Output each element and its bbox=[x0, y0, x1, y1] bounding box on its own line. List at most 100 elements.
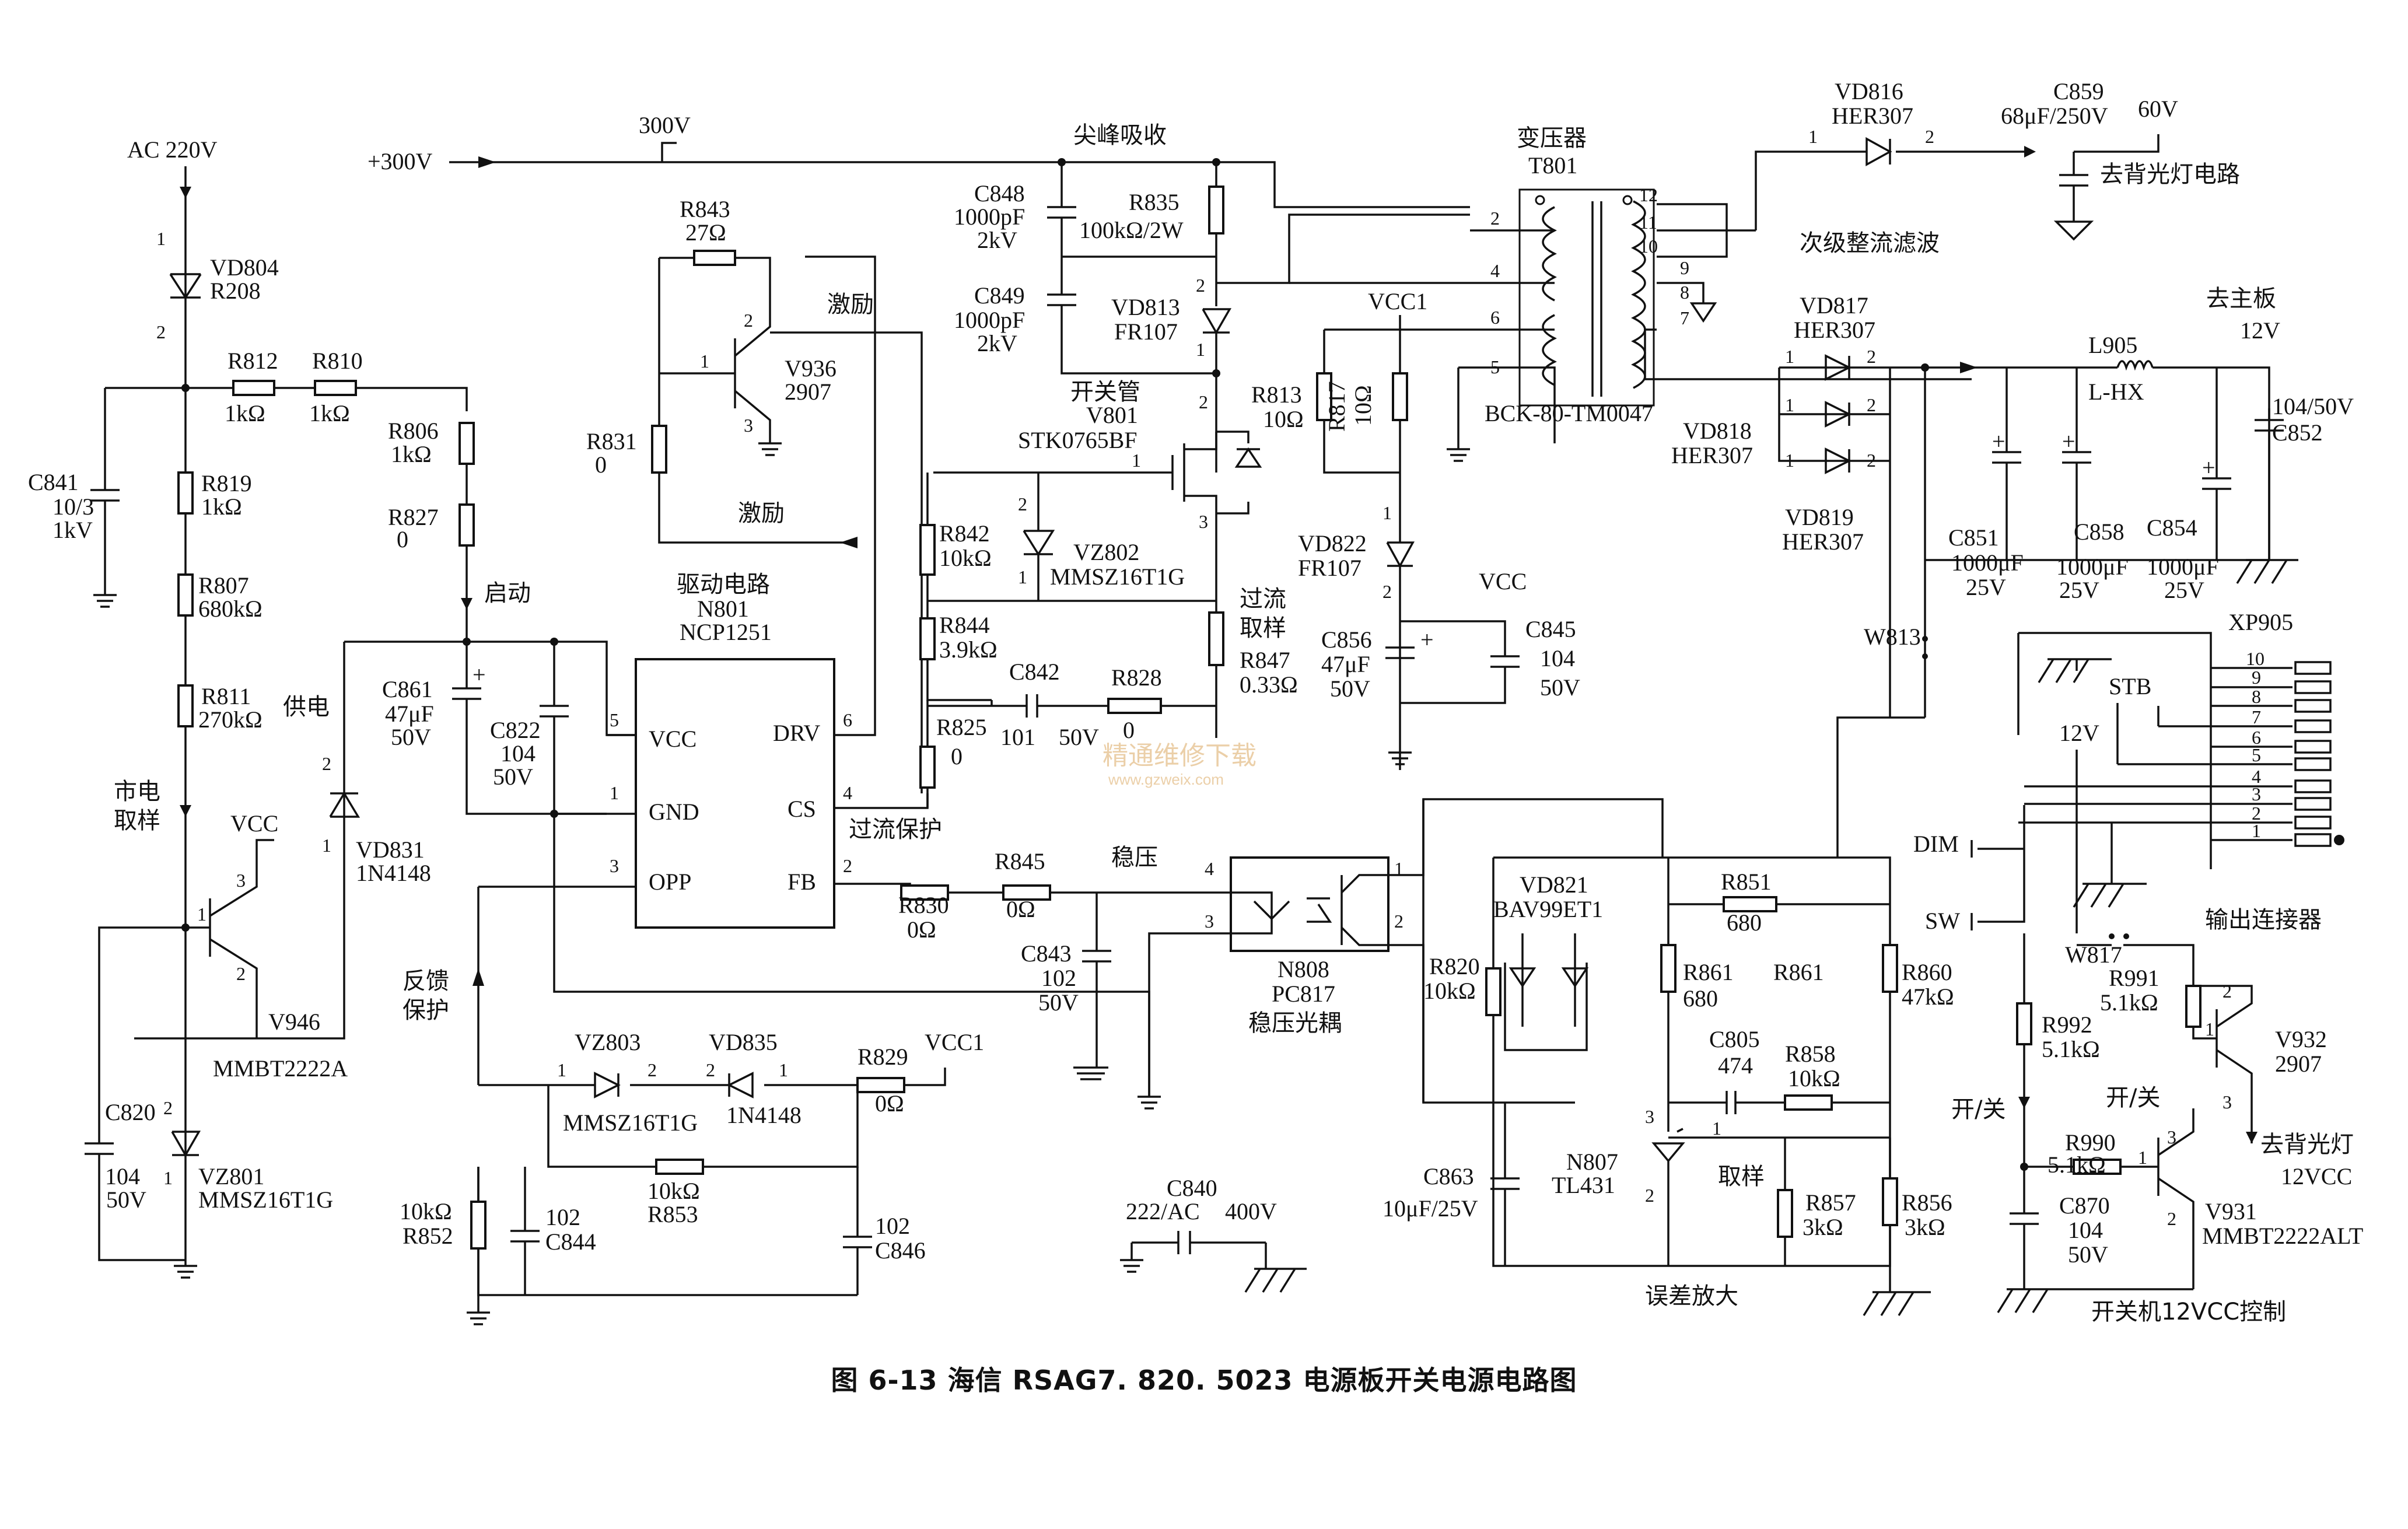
vcc1-label: VCC1 bbox=[1368, 288, 1427, 314]
c870-ref: C870 bbox=[2059, 1192, 2110, 1219]
main-12v-label: 12V bbox=[2240, 317, 2280, 344]
v931-ref: V931 bbox=[2205, 1198, 2257, 1224]
r847-ref: R847 bbox=[1240, 647, 1290, 673]
r843-ref: R843 bbox=[680, 196, 730, 222]
vd818-ref: VD818 bbox=[1683, 418, 1752, 444]
t801-pin-10: 10 bbox=[1639, 236, 1658, 257]
svg-text:1: 1 bbox=[1394, 858, 1404, 879]
vcc1-supply: VCC1 R813 10Ω R817 10Ω 12 VD822 FR107 VC… bbox=[1251, 288, 1580, 770]
xp905-pin-4: 4 bbox=[2252, 766, 2261, 787]
t801-pin-6: 6 bbox=[1490, 307, 1500, 328]
r858-ref: R858 bbox=[1785, 1041, 1836, 1067]
resistor-r812 bbox=[232, 380, 275, 396]
resistor-r858 bbox=[1784, 1094, 1833, 1111]
svg-text:1: 1 bbox=[197, 904, 206, 925]
c842-ref: C842 bbox=[1009, 659, 1060, 685]
c841-volt: 1kV bbox=[52, 517, 93, 543]
resistor-r853 bbox=[655, 1159, 704, 1175]
svg-text:4: 4 bbox=[1205, 858, 1214, 879]
connector-12v-label: 12V bbox=[2059, 720, 2099, 746]
r812-ref: R812 bbox=[228, 348, 278, 374]
watermark-text: 精通维修下载 bbox=[1102, 741, 1256, 771]
backlight-12vcc-label: 12VCC bbox=[2281, 1163, 2352, 1189]
t801-pin-8: 8 bbox=[1680, 282, 1689, 303]
c861-ref: C861 bbox=[382, 676, 433, 702]
c849-volt: 2kV bbox=[977, 330, 1017, 356]
svg-text:1: 1 bbox=[557, 1059, 566, 1080]
c852-ref: C852 bbox=[2272, 419, 2323, 446]
svg-text:1: 1 bbox=[322, 835, 331, 856]
vz801-ref: VZ801 bbox=[198, 1163, 264, 1189]
r835-val: 100kΩ/2W bbox=[1079, 217, 1184, 243]
svg-text:1: 1 bbox=[1712, 1118, 1721, 1139]
to-main-board-label: 去主板 bbox=[2206, 285, 2276, 312]
w817-ref: W817 bbox=[2065, 942, 2122, 968]
pin-1-num: 1 bbox=[610, 782, 619, 803]
v946-vcc-label: VCC bbox=[230, 810, 278, 837]
svg-text:1: 1 bbox=[1785, 450, 1794, 471]
resistor-r844 bbox=[919, 617, 936, 660]
r810-val: 1kΩ bbox=[309, 400, 350, 426]
resistor-r819 bbox=[177, 471, 194, 515]
r861-ref-2: R861 bbox=[1773, 959, 1824, 985]
c843-ref: C843 bbox=[1021, 940, 1072, 967]
r819-ref: R819 bbox=[201, 470, 252, 496]
xp905-pin-9: 9 bbox=[2252, 667, 2261, 688]
onoff-control: W817 R991 5.1kΩ 213 V932 2907 去背光灯 12VCC… bbox=[1951, 933, 2363, 1325]
t801-pin-11: 11 bbox=[1639, 212, 1657, 233]
power-supply-label: 供电 bbox=[283, 694, 330, 720]
c870-volt: 50V bbox=[2068, 1241, 2108, 1268]
r853-ref: R853 bbox=[648, 1201, 698, 1227]
svg-text:2: 2 bbox=[322, 753, 331, 774]
r857-val: 3kΩ bbox=[1803, 1214, 1843, 1240]
r830-val: 0Ω bbox=[907, 916, 936, 943]
c859-ref: C859 bbox=[2053, 78, 2104, 104]
pin-vcc-label: VCC bbox=[649, 726, 696, 752]
c861-volt: 50V bbox=[391, 724, 431, 750]
overcurrent-label: 过流保护 bbox=[849, 816, 942, 843]
r856-val: 3kΩ bbox=[1905, 1214, 1945, 1240]
r813-ref: R813 bbox=[1251, 382, 1302, 408]
c849-val: 1000pF bbox=[954, 307, 1025, 333]
optocoupler-n808 bbox=[1230, 856, 1390, 952]
r817-val: 10Ω bbox=[1350, 385, 1376, 426]
r812-val: 1kΩ bbox=[225, 400, 265, 426]
xp905-pin-5: 5 bbox=[2252, 744, 2261, 765]
n807-ref: N807 bbox=[1566, 1149, 1618, 1175]
vd835-part: 1N4148 bbox=[726, 1102, 802, 1128]
svg-text:2: 2 bbox=[1925, 126, 1934, 147]
vd817-part: HER307 bbox=[1794, 317, 1875, 343]
xp905-pin-1: 1 bbox=[2252, 820, 2261, 841]
ac-220v-label: AC 220V bbox=[127, 137, 218, 163]
dim-label: DIM bbox=[1913, 831, 1959, 857]
vd813-part: FR107 bbox=[1114, 319, 1178, 345]
r991-val: 5.1kΩ bbox=[2100, 989, 2158, 1016]
n807-part: TL431 bbox=[1552, 1172, 1615, 1198]
svg-text:1: 1 bbox=[156, 228, 166, 249]
r807-val: 680kΩ bbox=[198, 596, 262, 622]
vd819-ref: VD819 bbox=[1785, 504, 1854, 530]
c858-volt: 25V bbox=[2059, 577, 2099, 603]
r829-ref: R829 bbox=[858, 1044, 908, 1070]
vd819-part: HER307 bbox=[1782, 529, 1864, 555]
svg-text:1: 1 bbox=[1808, 126, 1818, 147]
c854-volt: 25V bbox=[2164, 577, 2204, 603]
svg-text:1: 1 bbox=[1196, 339, 1205, 360]
resistor-r856 bbox=[1882, 1177, 1898, 1226]
v936-part: 2907 bbox=[785, 379, 831, 405]
resistor-r843 bbox=[693, 250, 736, 266]
pin-2-num: 2 bbox=[843, 855, 852, 876]
r811-val: 270kΩ bbox=[198, 706, 262, 733]
excite-label-mid: 激励 bbox=[738, 500, 785, 527]
c844-ref: C844 bbox=[545, 1229, 596, 1255]
c851-val: 1000μF bbox=[1951, 550, 2024, 576]
vz802-ref: VZ802 bbox=[1073, 539, 1139, 565]
start-label: 启动 bbox=[484, 580, 531, 607]
resistor-r845 bbox=[1002, 884, 1051, 901]
r831-ref: R831 bbox=[586, 428, 637, 454]
xp905-pin-7: 7 bbox=[2252, 706, 2261, 727]
svg-text:2: 2 bbox=[706, 1059, 715, 1080]
r843-val: 27Ω bbox=[685, 219, 726, 246]
t801-pin-9: 9 bbox=[1680, 257, 1689, 278]
r852-val: 10kΩ bbox=[400, 1198, 452, 1224]
